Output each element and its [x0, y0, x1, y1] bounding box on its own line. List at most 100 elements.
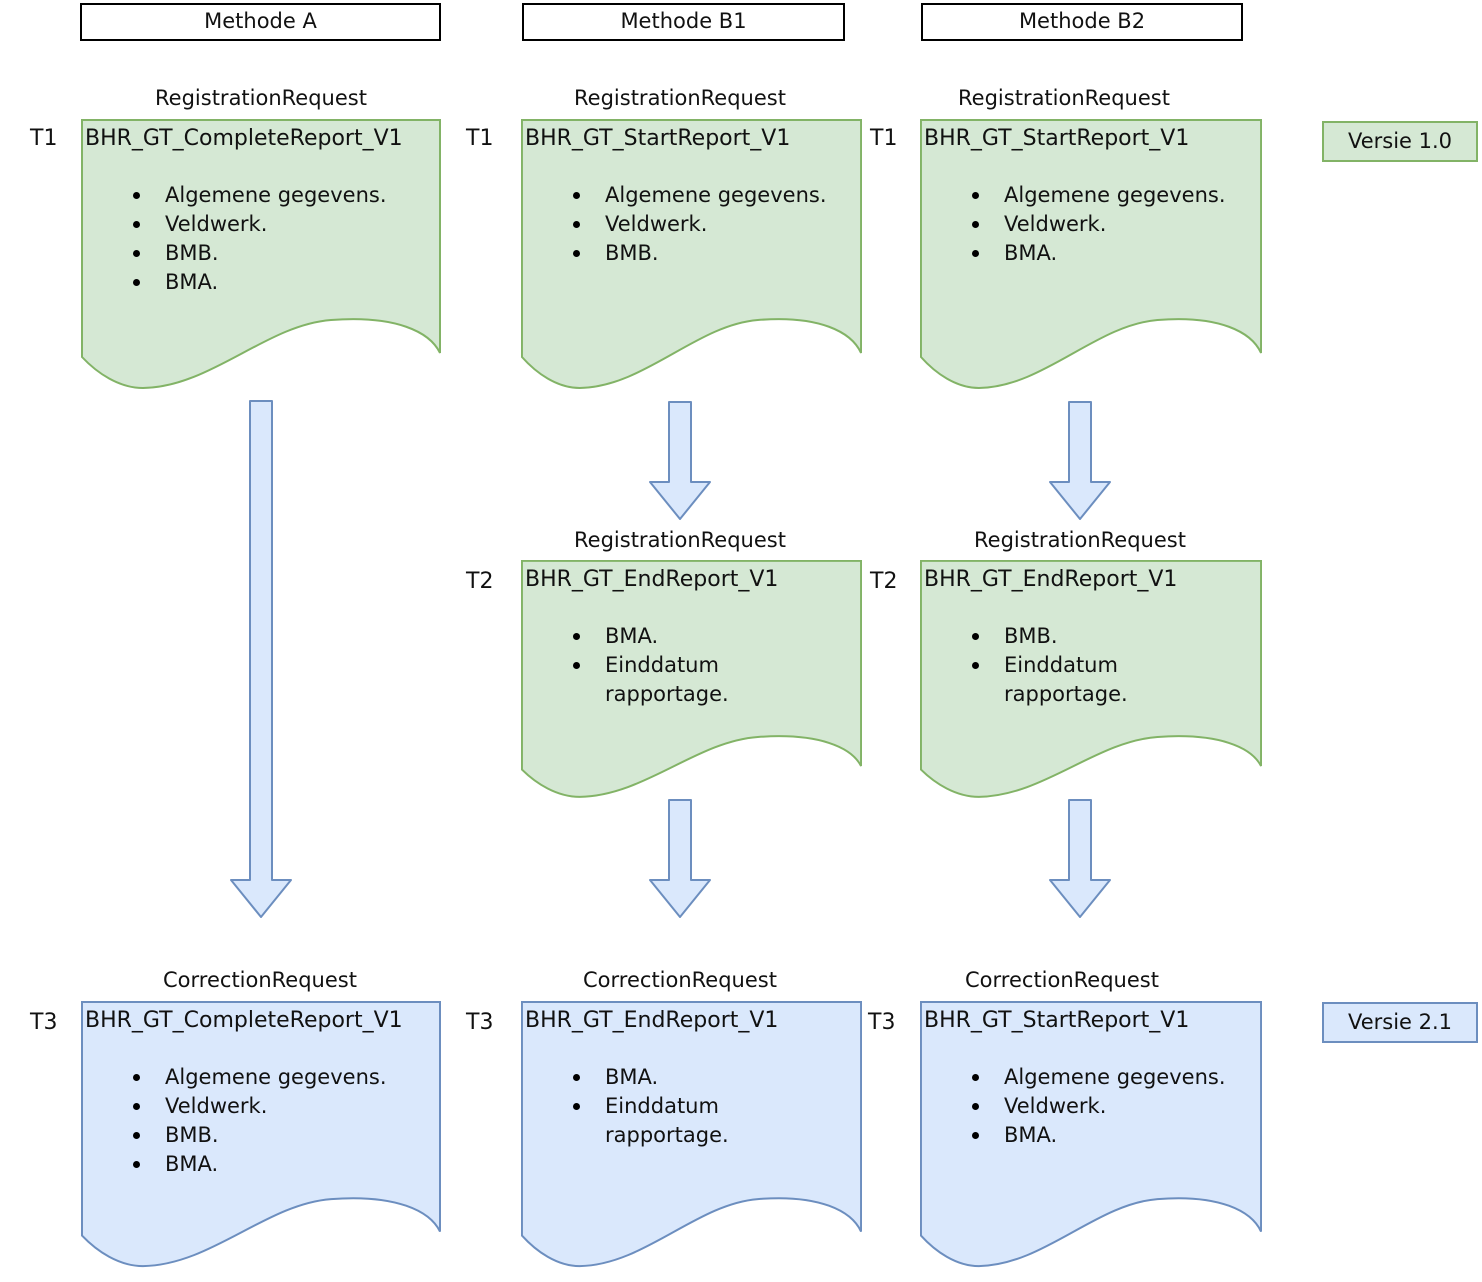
version-badge: Versie 2.1: [1322, 1002, 1478, 1043]
list-item: Algemene gegevens.: [133, 181, 435, 210]
document-bullet-list: BMA. Einddatum rapportage.: [573, 622, 856, 709]
list-item: BMA.: [972, 1121, 1256, 1150]
time-label-t1: T1: [466, 126, 494, 151]
bullet-icon: [133, 1132, 140, 1139]
list-item: Veldwerk.: [972, 1092, 1256, 1121]
document-shape: [521, 1001, 862, 1273]
document-shape: [81, 119, 441, 395]
document-title: BHR_GT_StartReport_V1: [924, 126, 1190, 151]
time-label-t3: T3: [466, 1010, 494, 1035]
list-item: BMA.: [573, 622, 856, 651]
document-bullet-list: Algemene gegevens. Veldwerk. BMB. BMA.: [133, 1063, 435, 1179]
list-item: BMA.: [133, 268, 435, 297]
list-item: Veldwerk.: [573, 210, 856, 239]
document-b2-t1: BHR_GT_StartReport_V1 Algemene gegevens.…: [920, 119, 1262, 395]
list-item: BMA.: [573, 1063, 856, 1092]
bullet-icon: [573, 192, 580, 199]
bullet-icon: [133, 250, 140, 257]
time-label-t3: T3: [868, 1010, 896, 1035]
list-item: Veldwerk.: [972, 210, 1256, 239]
document-a-t3: BHR_GT_CompleteReport_V1 Algemene gegeve…: [81, 1001, 441, 1273]
request-type-label: CorrectionRequest: [163, 968, 357, 992]
list-item: Algemene gegevens.: [972, 181, 1256, 210]
document-b1-t2: BHR_GT_EndReport_V1 BMA. Einddatum rappo…: [521, 560, 862, 803]
arrow-down-icon: [1049, 401, 1111, 520]
request-type-label: RegistrationRequest: [155, 86, 367, 110]
document-a-t1: BHR_GT_CompleteReport_V1 Algemene gegeve…: [81, 119, 441, 395]
bullet-icon: [573, 250, 580, 257]
bullet-icon: [972, 250, 979, 257]
request-type-label: RegistrationRequest: [574, 86, 786, 110]
column-header-methode-a: Methode A: [80, 3, 441, 41]
list-item: Einddatum rapportage.: [972, 651, 1256, 709]
bullet-icon: [972, 1132, 979, 1139]
list-item: Einddatum rapportage.: [573, 651, 856, 709]
bullet-icon: [133, 279, 140, 286]
document-title: BHR_GT_StartReport_V1: [924, 1008, 1190, 1033]
bullet-icon: [573, 221, 580, 228]
bullet-icon: [133, 1074, 140, 1081]
document-title: BHR_GT_CompleteReport_V1: [85, 126, 403, 151]
request-type-label: RegistrationRequest: [574, 528, 786, 552]
bullet-icon: [972, 633, 979, 640]
document-shape: [920, 560, 1262, 803]
bullet-icon: [573, 662, 580, 669]
time-label-t2: T2: [870, 569, 898, 594]
bullet-icon: [573, 633, 580, 640]
time-label-t1: T1: [30, 126, 58, 151]
column-header-methode-b1: Methode B1: [522, 3, 845, 41]
list-item: Algemene gegevens.: [972, 1063, 1256, 1092]
document-shape: [521, 119, 862, 395]
document-title: BHR_GT_StartReport_V1: [525, 126, 791, 151]
document-shape: [920, 1001, 1262, 1273]
list-item: BMB.: [133, 1121, 435, 1150]
arrow-down-icon: [230, 400, 292, 918]
document-bullet-list: Algemene gegevens. Veldwerk. BMA.: [972, 1063, 1256, 1150]
request-type-label: RegistrationRequest: [974, 528, 1186, 552]
list-item: BMB.: [133, 239, 435, 268]
bullet-icon: [133, 1161, 140, 1168]
document-bullet-list: Algemene gegevens. Veldwerk. BMB. BMA.: [133, 181, 435, 297]
document-title: BHR_GT_EndReport_V1: [525, 1008, 779, 1033]
request-type-label: CorrectionRequest: [965, 968, 1159, 992]
document-title: BHR_GT_EndReport_V1: [924, 567, 1178, 592]
bullet-icon: [133, 1103, 140, 1110]
list-item: BMB.: [573, 239, 856, 268]
bullet-icon: [133, 192, 140, 199]
request-type-label: CorrectionRequest: [583, 968, 777, 992]
bullet-icon: [573, 1074, 580, 1081]
arrow-down-icon: [649, 401, 711, 520]
list-item: BMA.: [133, 1150, 435, 1179]
bullet-icon: [972, 662, 979, 669]
bullet-icon: [972, 192, 979, 199]
document-title: BHR_GT_EndReport_V1: [525, 567, 779, 592]
document-b2-t2: BHR_GT_EndReport_V1 BMB. Einddatum rappo…: [920, 560, 1262, 803]
bullet-icon: [133, 221, 140, 228]
document-b1-t1: BHR_GT_StartReport_V1 Algemene gegevens.…: [521, 119, 862, 395]
bullet-icon: [972, 1074, 979, 1081]
bullet-icon: [573, 1103, 580, 1110]
version-badge: Versie 1.0: [1322, 121, 1478, 162]
list-item: Algemene gegevens.: [133, 1063, 435, 1092]
list-item: Algemene gegevens.: [573, 181, 856, 210]
list-item: Veldwerk.: [133, 1092, 435, 1121]
bullet-icon: [972, 1103, 979, 1110]
time-label-t3: T3: [30, 1010, 58, 1035]
column-header-methode-b2: Methode B2: [921, 3, 1243, 41]
document-title: BHR_GT_CompleteReport_V1: [85, 1008, 403, 1033]
document-bullet-list: BMA. Einddatum rapportage.: [573, 1063, 856, 1150]
document-bullet-list: Algemene gegevens. Veldwerk. BMA.: [972, 181, 1256, 268]
request-type-label: RegistrationRequest: [958, 86, 1170, 110]
document-bullet-list: BMB. Einddatum rapportage.: [972, 622, 1256, 709]
list-item: BMB.: [972, 622, 1256, 651]
list-item: Veldwerk.: [133, 210, 435, 239]
document-b1-t3: BHR_GT_EndReport_V1 BMA. Einddatum rappo…: [521, 1001, 862, 1273]
arrow-down-icon: [1049, 799, 1111, 918]
document-bullet-list: Algemene gegevens. Veldwerk. BMB.: [573, 181, 856, 268]
arrow-down-icon: [649, 799, 711, 918]
document-b2-t3: BHR_GT_StartReport_V1 Algemene gegevens.…: [920, 1001, 1262, 1273]
list-item: BMA.: [972, 239, 1256, 268]
bullet-icon: [972, 221, 979, 228]
document-shape: [81, 1001, 441, 1273]
